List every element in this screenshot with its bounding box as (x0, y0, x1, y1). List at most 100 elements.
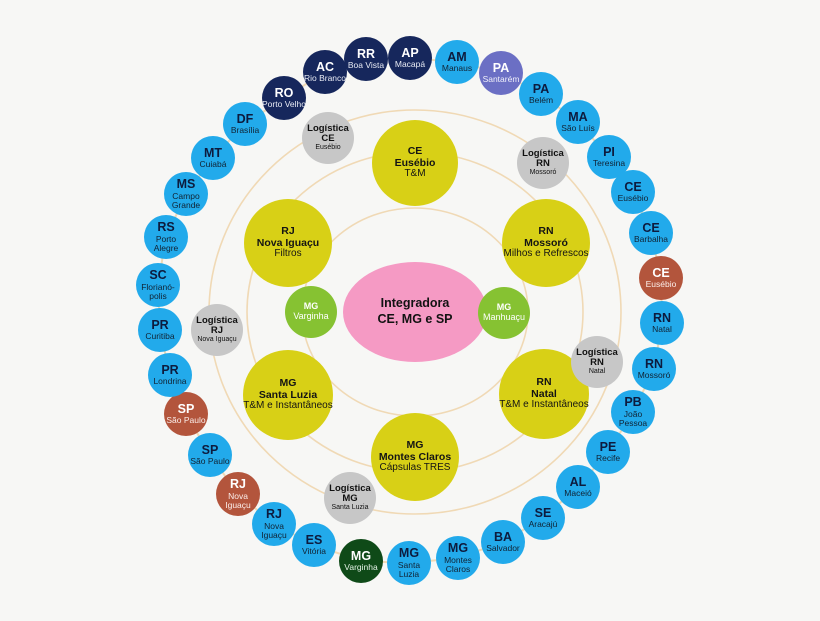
state-node-city: São Paulo (190, 456, 230, 467)
logistics-node-title: Logística (307, 122, 349, 134)
production-node-product: Filtros (274, 247, 302, 259)
state-node-city: Santarém (482, 74, 520, 85)
production-node-product: Milhos e Refrescos (503, 247, 589, 259)
state-node-uf: CE (642, 220, 660, 235)
state-node-uf: RR (356, 46, 376, 61)
state-node-uf: CE (624, 179, 642, 194)
state-node-city: Macapá (394, 59, 426, 70)
hub-line-1: Integradora (380, 296, 450, 311)
state-node-uf: SC (149, 268, 167, 283)
state-node-uf: PR (161, 362, 179, 377)
logistics-node-title: Logística (576, 346, 618, 358)
state-node-uf: MT (203, 145, 223, 160)
state-node-city: Curitiba (145, 331, 175, 342)
state-node-city: Varginha (344, 562, 378, 573)
state-node-uf: AL (569, 474, 587, 489)
production-node-city: Eusébio (394, 156, 436, 169)
state-node-uf: AP (401, 45, 419, 60)
logistics-node-city: Eusébio (315, 144, 341, 152)
state-node-city: Nova Iguaçu (225, 490, 251, 510)
production-node-city: Santa Luzia (258, 388, 318, 401)
hub-integradora[interactable]: Integradora CE, MG e SP (343, 262, 487, 362)
production-node-product: T&M (404, 167, 426, 179)
hub-line-2: CE, MG e SP (377, 312, 453, 326)
production-node-city: Mossoró (524, 236, 568, 249)
state-node-city: Montes Claros (444, 554, 472, 574)
production-node-city: Nova Iguaçu (256, 236, 320, 249)
logistics-node-uf: RN (590, 357, 604, 369)
state-node-city: Recife (595, 453, 621, 464)
state-node-uf: PA (492, 60, 510, 75)
state-node-city: Maceió (564, 488, 592, 499)
production-node-product: T&M e Instantâneos (243, 399, 333, 411)
state-node-uf: MG (398, 546, 420, 561)
state-node-uf: RJ (230, 477, 246, 492)
state-node-city: Teresina (592, 158, 626, 169)
state-node-uf: RO (274, 85, 294, 100)
state-node-uf: PE (599, 439, 617, 454)
state-node-city: Londrina (153, 376, 187, 387)
state-node-city: Mossoró (637, 370, 671, 381)
state-node-city: Manaus (441, 63, 473, 74)
state-node-uf: AM (447, 49, 467, 64)
green-node-uf: MG (496, 302, 512, 313)
logistics-node-city: Mossoró (529, 169, 557, 177)
state-node-city: Eusébio (645, 279, 677, 290)
state-node-uf: PB (624, 395, 642, 410)
state-node-uf: SP (201, 442, 219, 457)
production-node-product: T&M e Instantâneos (499, 398, 589, 410)
state-node-city: João Pessoa (618, 408, 648, 428)
state-node-uf: RS (157, 220, 175, 235)
state-node-city: Porto Alegre (153, 233, 179, 253)
state-node-uf: AC (315, 59, 335, 74)
logistics-node-title: Logística (522, 147, 564, 159)
state-node-uf: MG (350, 548, 372, 563)
